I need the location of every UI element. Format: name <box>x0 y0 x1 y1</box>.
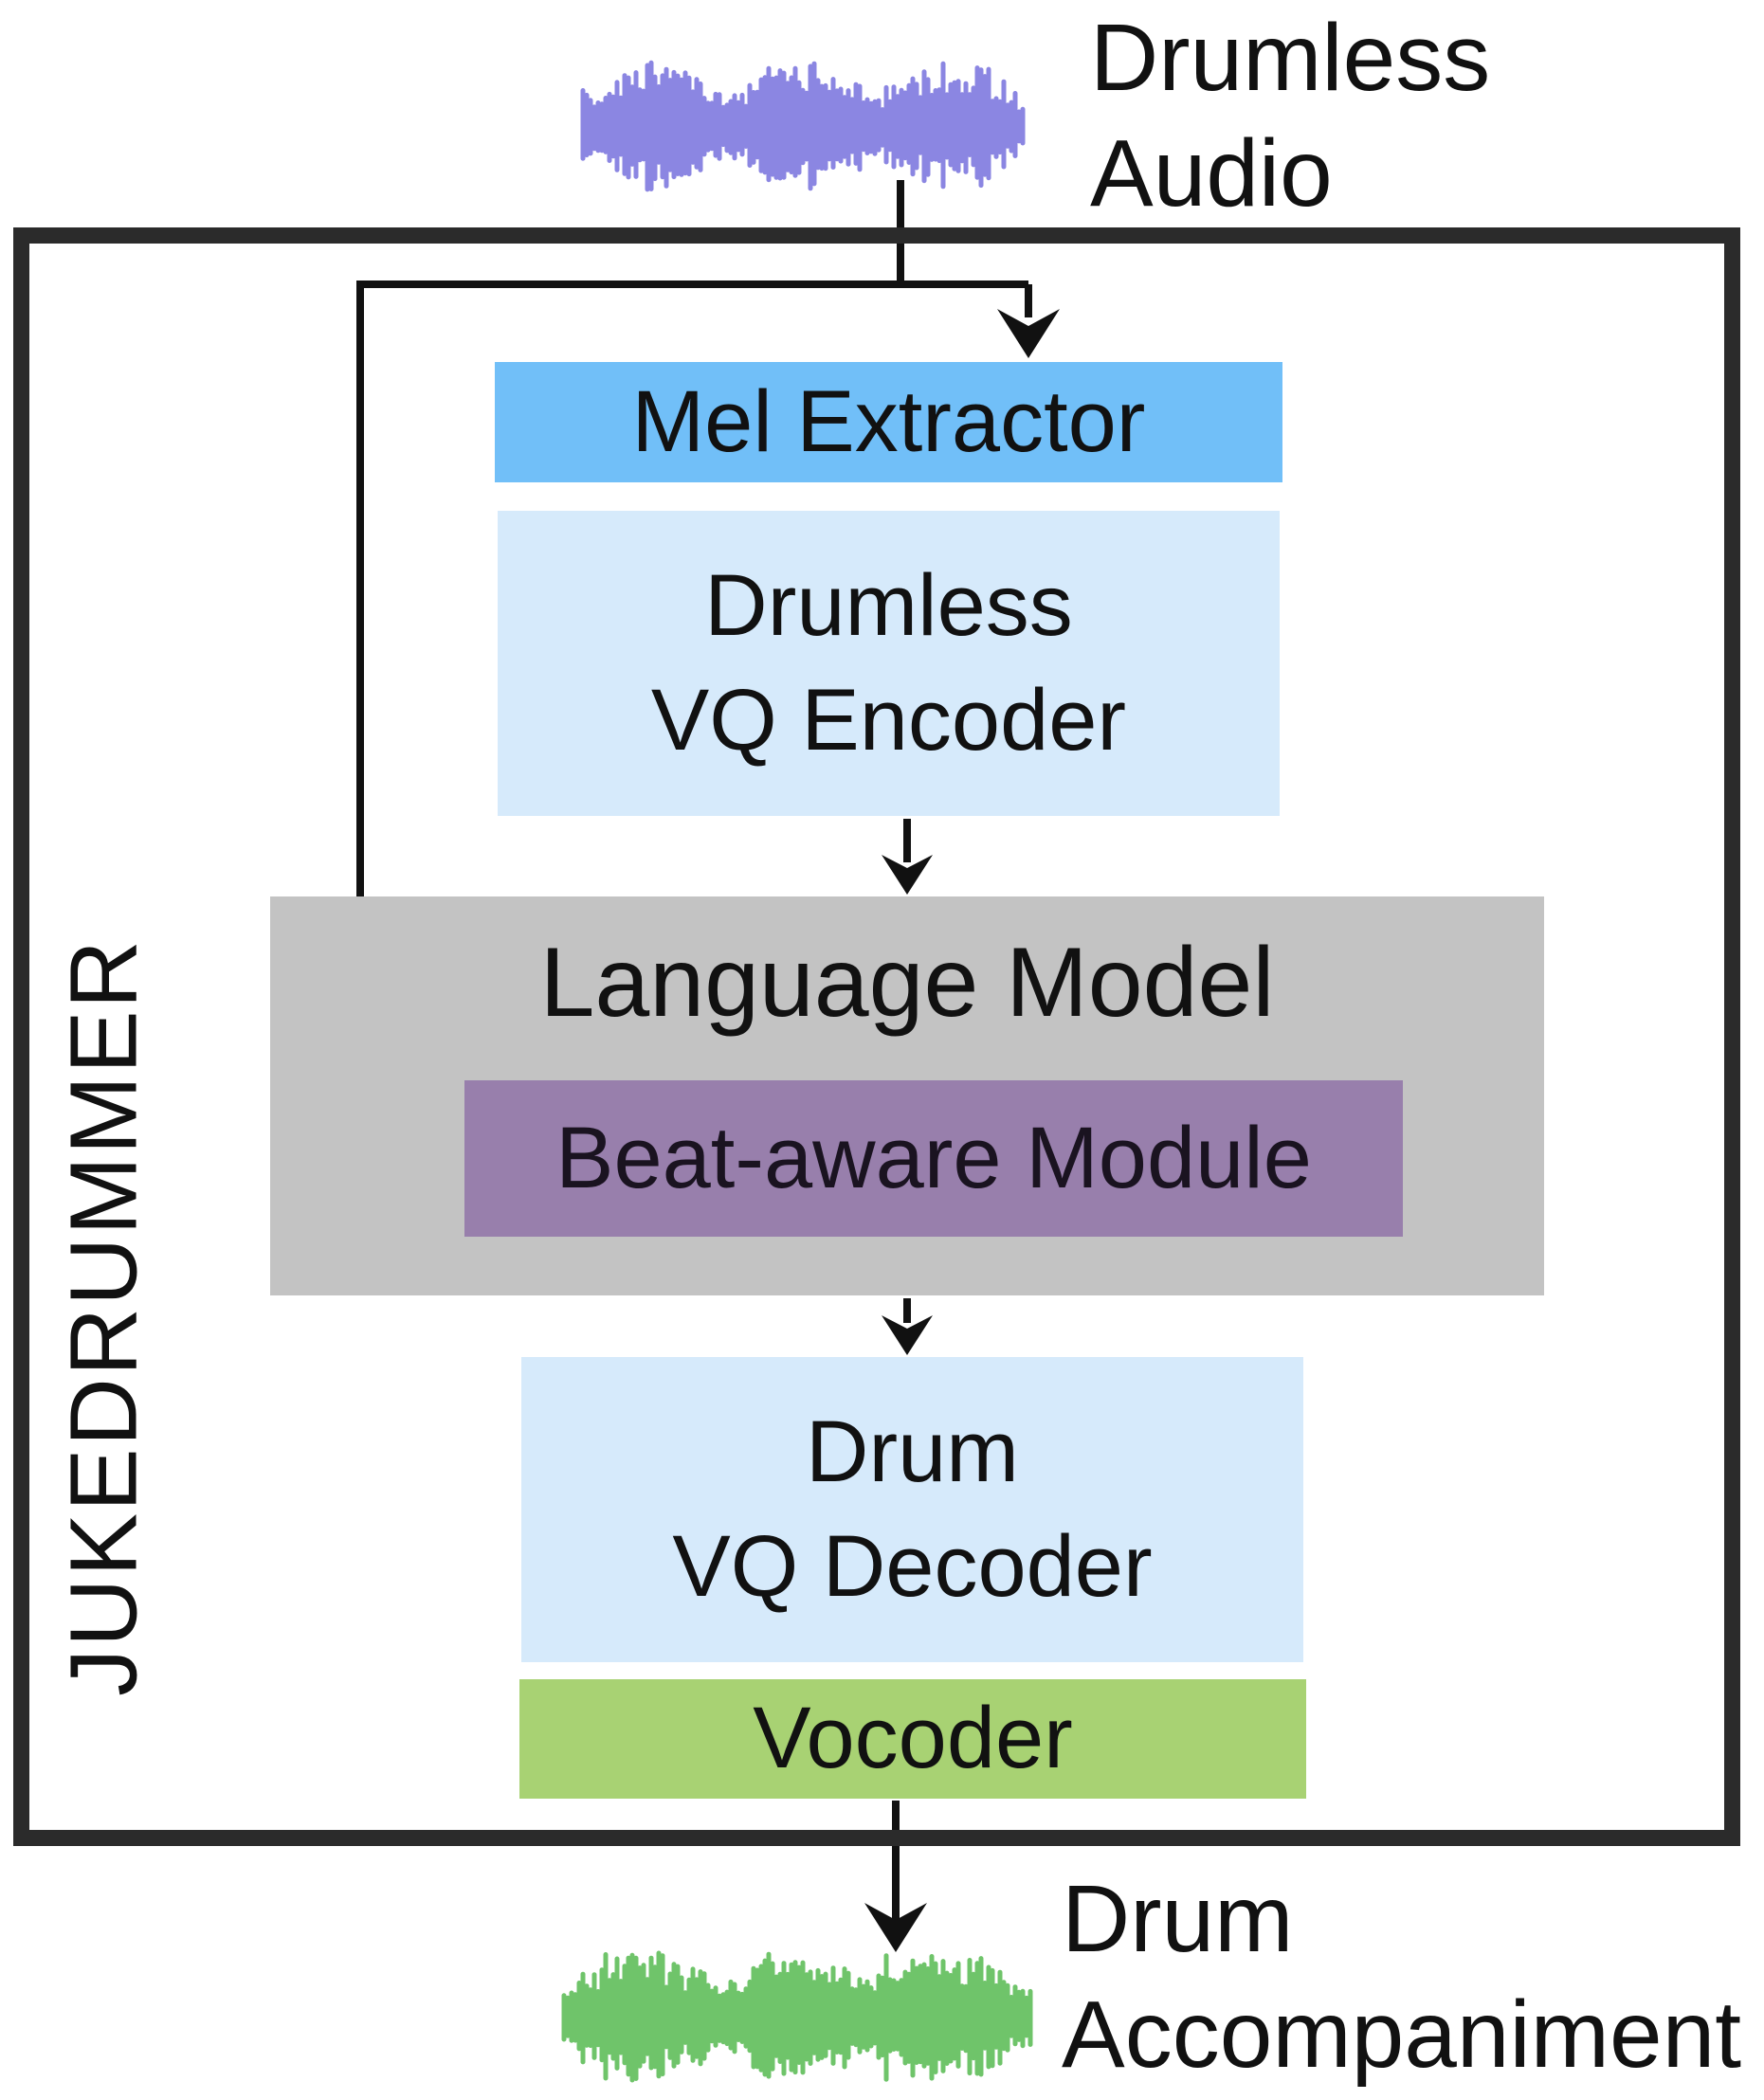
system-name-label: JUKEDRUMMER <box>50 938 157 1696</box>
arrow-head-output <box>864 1903 927 1952</box>
mel-extractor-label: Mel Extractor <box>631 372 1146 470</box>
mel-extractor-block: Mel Extractor <box>495 362 1282 482</box>
beat-aware-module-label: Beat-aware Module <box>555 1109 1312 1206</box>
arrow-head-mel <box>997 309 1060 358</box>
vocoder-label: Vocoder <box>753 1690 1073 1787</box>
beat-aware-module-block: Beat-aware Module <box>464 1080 1403 1237</box>
waveform-stroke <box>561 1950 1033 2083</box>
language-model-label: Language Model <box>539 928 1275 1038</box>
jukedrummer-frame <box>13 227 1740 1846</box>
output-label-line2: Accompaniment <box>1062 1982 1741 2088</box>
output-label-line1: Drum <box>1062 1866 1294 1972</box>
vocoder-block: Vocoder <box>519 1679 1306 1799</box>
drum-vq-decoder-block: Drum VQ Decoder <box>521 1357 1303 1662</box>
encoder-label-line1: Drumless <box>704 556 1073 654</box>
input-audio-label: Drumless Audio <box>1090 0 1490 231</box>
output-waveform-icon <box>561 1950 1033 2083</box>
output-audio-label: Drum Accompaniment <box>1062 1861 1741 2092</box>
encoder-label-line2: VQ Encoder <box>650 672 1127 769</box>
input-label-line1: Drumless <box>1090 5 1491 111</box>
decoder-label-line1: Drum <box>806 1403 1019 1500</box>
arrow-head-encoder-lm <box>882 855 933 895</box>
input-waveform-icon <box>580 60 1026 192</box>
input-label-line2: Audio <box>1090 120 1333 226</box>
arrow-head-lm-decoder <box>882 1315 933 1355</box>
drumless-vq-encoder-block: Drumless VQ Encoder <box>498 511 1280 816</box>
decoder-label-line2: VQ Decoder <box>672 1518 1153 1615</box>
waveform-stroke <box>580 60 1026 192</box>
